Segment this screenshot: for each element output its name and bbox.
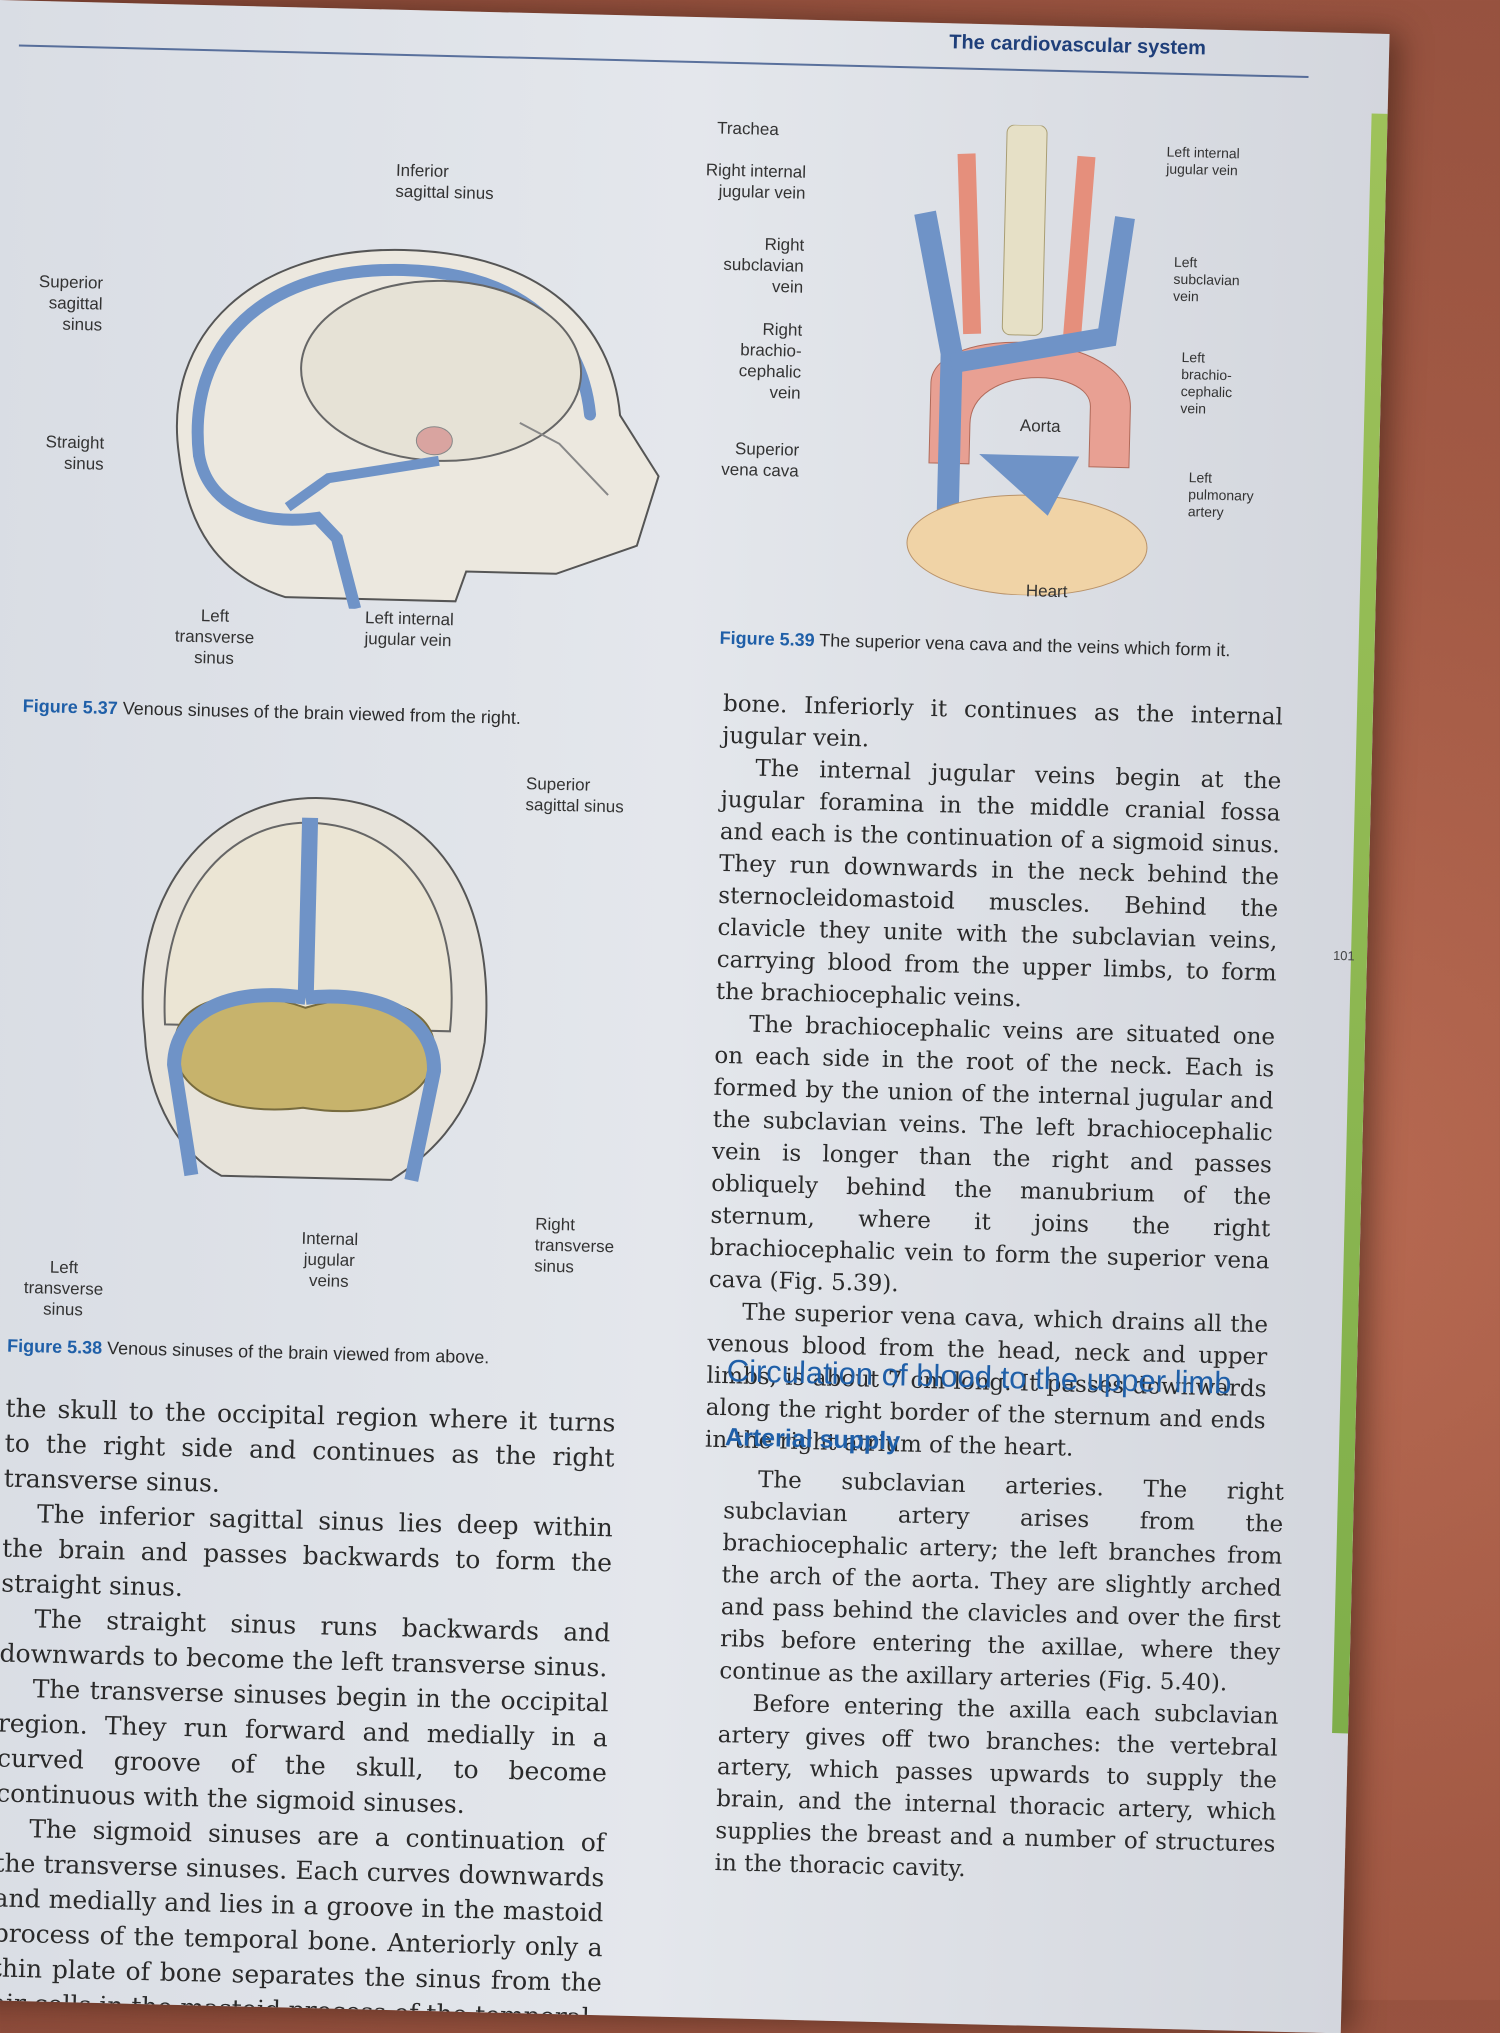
figure-5-37-caption: Figure 5.37 Venous sinuses of the brain … — [22, 695, 522, 729]
label-superior-sagittal-sinus-37: Superior sagittal sinus — [38, 272, 104, 335]
label-right-brachiocephalic: Right brachio- cephalic vein — [738, 319, 803, 403]
right-column-text: bone. Inferiorly it continues as the int… — [705, 688, 1284, 1469]
label-trachea: Trachea — [716, 118, 780, 140]
label-inferior-sagittal-sinus: Inferior sagittal sinus — [395, 160, 494, 204]
figure-5-39-svc-diagram — [906, 124, 1148, 596]
label-superior-sagittal-sinus-38: Superior sagittal sinus — [525, 774, 624, 817]
caption-number: Figure 5.37 — [22, 695, 119, 719]
paragraph: the skull to the occipital region where … — [3, 1393, 616, 1498]
label-aorta: Aorta — [1019, 416, 1061, 437]
running-title: The cardiovascular system — [948, 31, 1207, 60]
paragraph: The internal jugular veins begin at the … — [715, 755, 1282, 1013]
paragraph: The subclavian arteries. The right subcl… — [719, 1466, 1285, 1697]
subsection-heading: Arterial supply — [724, 1423, 901, 1456]
caption-text: Venous sinuses of the brain viewed from … — [117, 698, 522, 728]
page-number: 101 — [1332, 947, 1355, 964]
page-edge-tab — [1332, 113, 1388, 1734]
caption-number: Figure 5.39 — [719, 627, 815, 651]
label-left-transverse-sinus-37: Left transverse sinus — [174, 606, 255, 668]
label-right-transverse-sinus: Right transverse sinus — [533, 1214, 615, 1277]
paragraph: The brachiocephalic veins are situated o… — [708, 1011, 1276, 1298]
label-left-brachiocephalic: Left brachio- cephalic vein — [1180, 348, 1233, 417]
label-left-internal-jugular-39: Left internal jugular vein — [1166, 143, 1240, 179]
label-superior-vena-cava: Superior vena cava — [721, 439, 800, 481]
label-straight-sinus: Straight sinus — [45, 432, 105, 474]
textbook-page: The cardiovascular system 101 Inferior s… — [0, 0, 1390, 2033]
figure-5-38-caption: Figure 5.38 Venous sinuses of the brain … — [7, 1336, 490, 1369]
label-right-internal-jugular: Right internal jugular vein — [705, 160, 807, 203]
label-right-subclavian: Right subclavian vein — [723, 234, 805, 297]
label-left-subclavian: Left subclavian vein — [1172, 253, 1240, 305]
figure-5-38-brain-top-diagram — [141, 797, 488, 1182]
caption-text: The superior vena cava and the veins whi… — [814, 630, 1231, 661]
caption-number: Figure 5.38 — [6, 1335, 103, 1358]
paragraph: The transverse sinuses begin in the occi… — [0, 1674, 609, 1819]
paragraph: The inferior sagittal sinus lies deep wi… — [0, 1499, 614, 1602]
figure-5-37-skull-diagram — [176, 248, 660, 611]
label-internal-jugular-veins: Internal jugular veins — [301, 1228, 359, 1291]
section-text: The subclavian arteries. The right subcl… — [714, 1463, 1284, 1893]
label-left-pulmonary-artery: Left pulmonary artery — [1187, 469, 1254, 521]
label-left-transverse-sinus-38: Left transverse sinus — [23, 1257, 104, 1320]
figure-5-39-caption: Figure 5.39 The superior vena cava and t… — [719, 628, 1230, 661]
label-left-internal-jugular-37: Left internal jugular vein — [364, 608, 455, 651]
paragraph: Before entering the axilla each subclavi… — [714, 1690, 1279, 1883]
caption-text: Venous sinuses of the brain viewed from … — [101, 1337, 490, 1368]
left-column-text: the skull to the occipital region where … — [0, 1391, 616, 2033]
label-heart: Heart — [1025, 581, 1068, 602]
